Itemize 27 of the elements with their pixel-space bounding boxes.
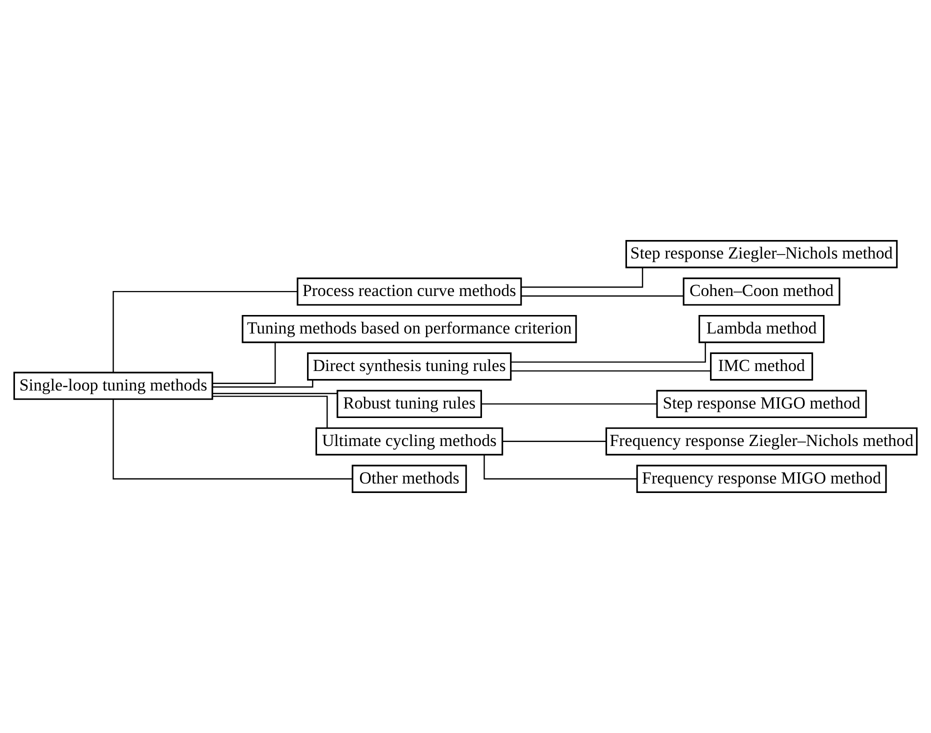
node-box: Direct synthesis tuning rules [307,352,512,381]
node-box: Step response Ziegler–Nichols method [625,240,898,268]
node-box: Tuning methods based on performance criterion [242,314,577,344]
connector [511,342,706,363]
node-box: Ultimate cycling methods [315,427,504,456]
node-box: IMC method [710,352,814,381]
node-box: Frequency response MIGO method [636,464,887,493]
connector [212,380,314,388]
connector [212,396,328,428]
connector [212,342,276,384]
node-box: Process reaction curve methods [296,278,522,306]
node-box: Single-loop tuning methods [13,372,214,400]
connector [511,370,711,372]
node-box: Other methods [352,464,467,493]
node-box: Robust tuning rules [336,390,482,418]
node-box: Frequency response Ziegler–Nichols method [605,427,918,456]
connector [112,290,298,372]
connector [521,268,644,288]
node-box: Step response MIGO method [656,390,867,418]
node-box: Cohen–Coon method [682,278,840,306]
connector [484,454,638,480]
node-box: Lambda method [698,314,825,344]
connector [502,440,606,442]
connector [521,295,684,297]
connector [112,399,352,480]
connector [481,403,657,405]
connector [212,392,338,394]
